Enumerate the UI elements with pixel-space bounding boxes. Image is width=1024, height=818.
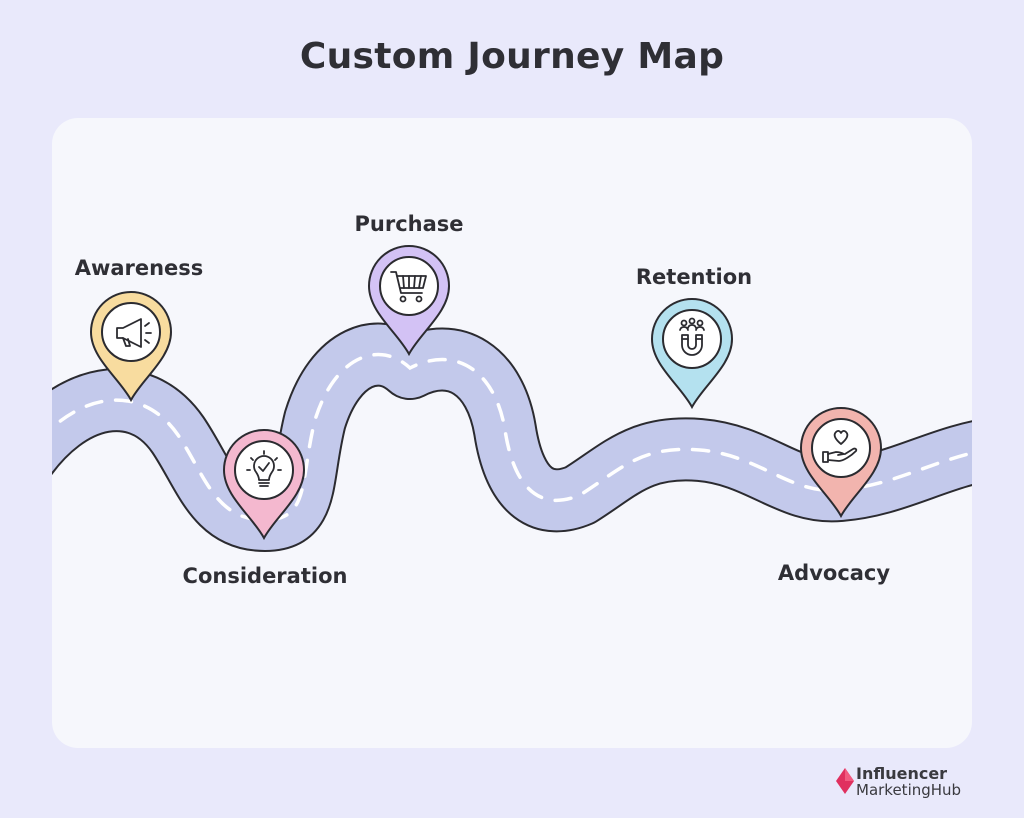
map-pin-awareness <box>89 290 173 403</box>
map-pin-retention <box>650 297 734 410</box>
map-pin-advocacy <box>799 406 883 519</box>
map-pin-purchase <box>367 244 451 357</box>
brand-logo: Influencer MarketingHub <box>836 764 986 800</box>
lightbulb-check-icon <box>246 450 282 487</box>
brand-diamond-icon <box>836 768 854 794</box>
stage-label-consideration: Consideration <box>182 564 348 588</box>
brand-name-line2: MarketingHub <box>856 781 962 799</box>
stage-label-advocacy: Advocacy <box>777 561 891 585</box>
map-pin-consideration <box>222 428 306 541</box>
stage-label-awareness: Awareness <box>74 256 204 280</box>
stage-label-purchase: Purchase <box>354 212 464 236</box>
shopping-cart-icon <box>390 271 427 303</box>
megaphone-icon <box>116 318 152 348</box>
page-title: Custom Journey Map <box>299 36 725 77</box>
hand-heart-icon <box>822 430 858 463</box>
people-magnet-icon <box>679 317 705 356</box>
stage-label-retention: Retention <box>635 265 753 289</box>
brand-name-line1: Influencer <box>856 764 948 783</box>
